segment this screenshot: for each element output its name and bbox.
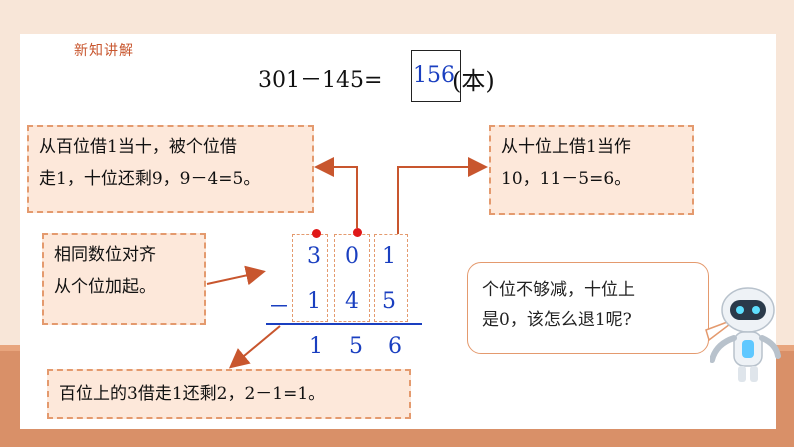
arrow-to-hundreds-note bbox=[318, 167, 357, 228]
arrow-to-bottom-note bbox=[232, 326, 280, 366]
arrow-from-align-note bbox=[207, 272, 262, 284]
arrow-to-tens-note bbox=[398, 167, 484, 234]
robot-mascot-icon bbox=[710, 286, 786, 396]
